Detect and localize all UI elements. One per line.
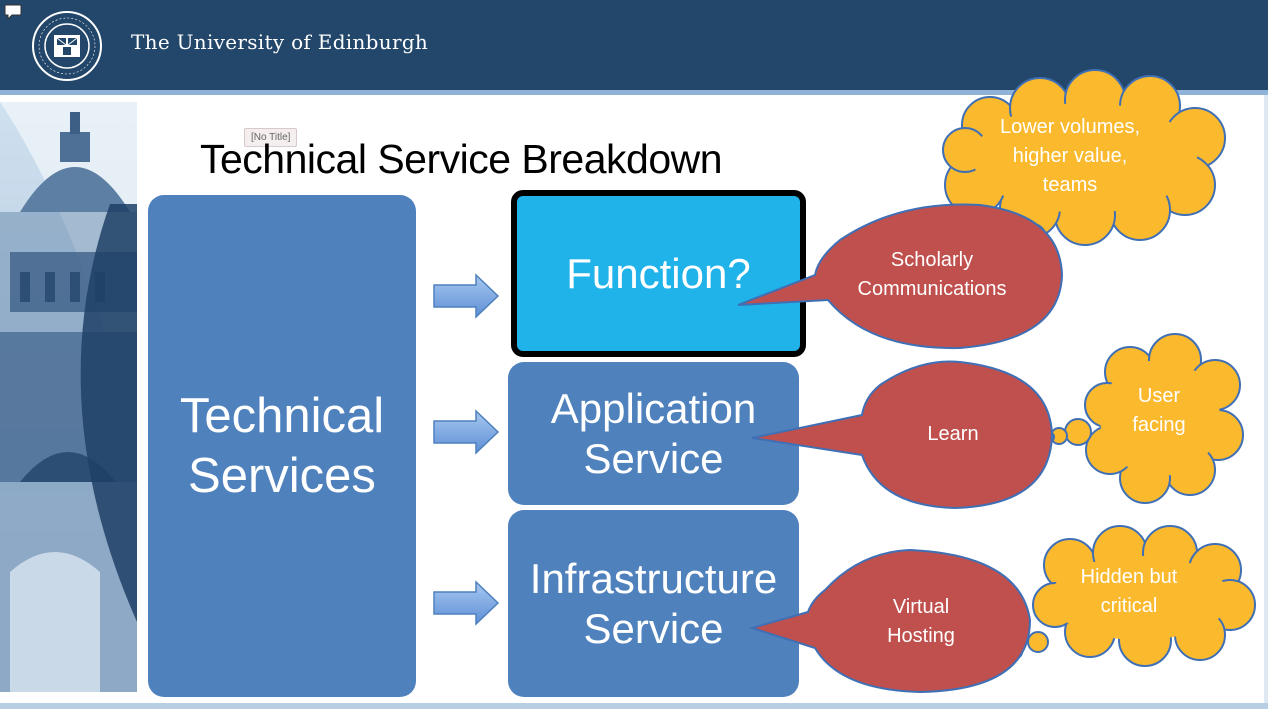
right-arrow-icon xyxy=(433,580,500,626)
right-arrow-icon xyxy=(433,409,500,455)
speech-bubble-virtual-hosting[interactable] xyxy=(748,548,1032,694)
infrastructure-service-box[interactable]: Infrastructure Service xyxy=(508,510,799,697)
bubble-text-scholarly: Scholarly Communications xyxy=(857,249,1007,300)
thought-cloud-hidden-critical[interactable] xyxy=(996,525,1256,667)
right-arrow-icon xyxy=(433,273,500,319)
cloud-text-hidden-critical: Hidden but critical xyxy=(1080,566,1178,617)
footer-divider xyxy=(0,703,1268,709)
infrastructure-service-label: Infrastructure Service xyxy=(529,554,778,652)
cloud-text-lower-volumes: Lower volumes, higher value, teams xyxy=(999,116,1141,196)
slide-title[interactable]: Technical Service Breakdown xyxy=(200,136,723,182)
speech-bubble-scholarly[interactable] xyxy=(737,203,1064,350)
speech-bubble-learn[interactable] xyxy=(751,360,1054,510)
function-box[interactable]: Function? xyxy=(511,190,806,357)
technical-services-box[interactable]: Technical Services xyxy=(148,195,416,697)
old-college-dome-image xyxy=(0,102,137,692)
no-title-placeholder-tag[interactable]: [No Title] xyxy=(244,128,298,147)
header-divider xyxy=(0,90,1268,95)
application-service-label: Application Service xyxy=(550,384,757,482)
university-crest-logo xyxy=(32,11,102,81)
bubble-text-learn: Learn xyxy=(927,423,979,445)
thought-cloud-user-facing[interactable] xyxy=(1043,333,1244,504)
function-label: Function? xyxy=(566,249,751,297)
bubble-text-virtual-hosting: Virtual Hosting xyxy=(887,596,955,647)
university-name[interactable]: The University of Edinburgh xyxy=(131,30,429,54)
speech-bubble-icon[interactable] xyxy=(4,4,22,20)
application-service-box[interactable]: Application Service xyxy=(508,362,799,505)
cloud-text-user-facing: User facing xyxy=(1132,385,1186,436)
slide-edge xyxy=(1264,95,1268,703)
technical-services-label: Technical Services xyxy=(179,389,385,503)
header-bar xyxy=(0,0,1268,90)
thought-cloud-lower-volumes[interactable] xyxy=(942,69,1226,256)
